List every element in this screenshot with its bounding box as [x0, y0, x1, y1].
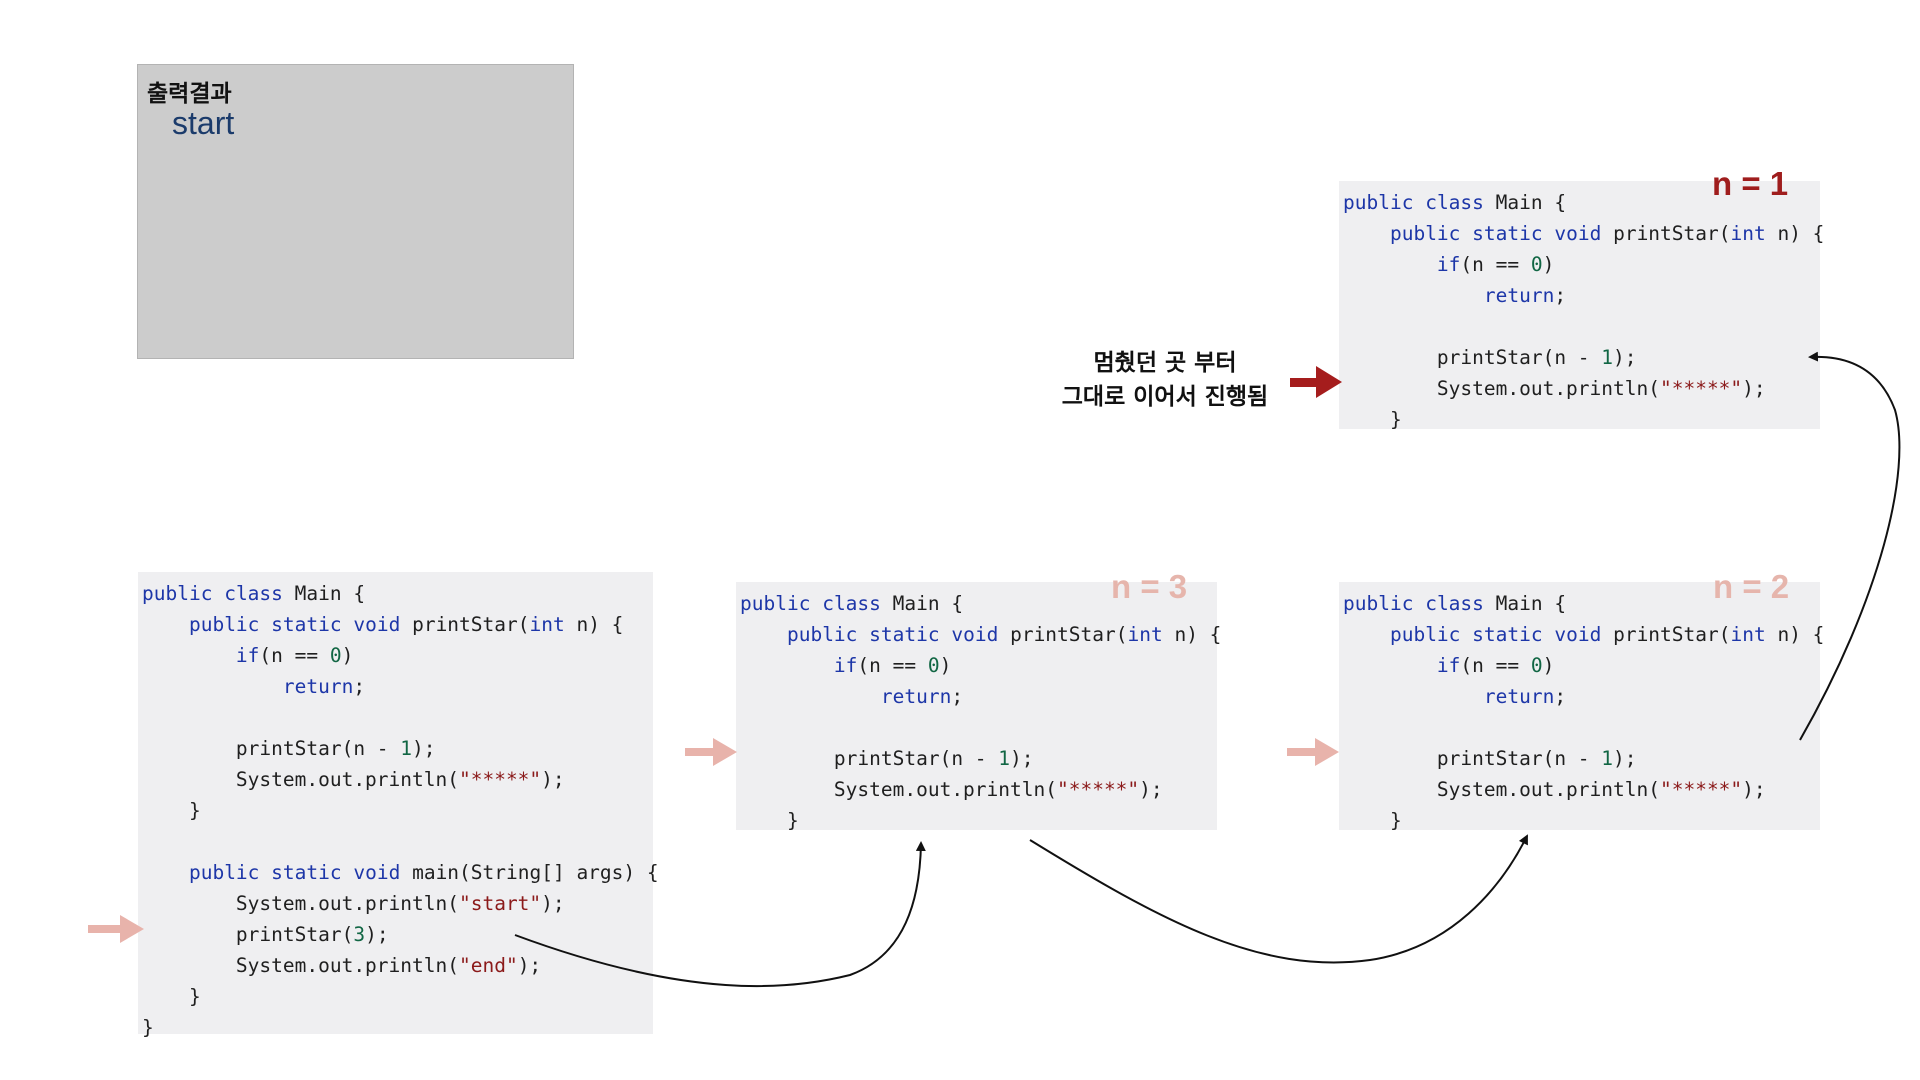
code-line: return;	[880, 685, 964, 708]
pointer-arrow-shaft	[88, 925, 124, 933]
code-frame-main: public class Main { public static void p…	[138, 572, 659, 1039]
pointer-arrow-main	[88, 915, 144, 943]
frame-label-n3: n = 3	[1111, 568, 1188, 605]
code-line: return;	[1483, 284, 1567, 307]
code-block: public class Main { public static void p…	[1343, 187, 1824, 435]
code-line: printStar(n - 1);	[142, 737, 436, 760]
call-curve-n2-to-n1	[1799, 351, 1901, 741]
resume-note: 멈췄던 곳 부터 그대로 이어서 진행됨	[1040, 346, 1290, 414]
output-line: start	[172, 105, 235, 141]
code-line: System.out.println("start");	[142, 892, 565, 915]
code-line: public class Main {	[1343, 592, 1567, 615]
frame-label-n2: n = 2	[1713, 568, 1790, 605]
code-line: if(n == 0)	[1436, 253, 1555, 276]
code-line: public static void printStar(int n) {	[1389, 623, 1825, 646]
code-frame-n1: public class Main { public static void p…	[1339, 181, 1824, 431]
code-line: public class Main {	[142, 582, 366, 605]
code-line: }	[142, 985, 201, 1008]
code-frame-n3: public class Main { public static void p…	[736, 582, 1221, 832]
code-block: public class Main { public static void p…	[740, 588, 1221, 836]
output-title: 출력결과	[147, 81, 232, 107]
code-line: public class Main {	[740, 592, 964, 615]
code-line: }	[1343, 809, 1402, 832]
code-line: public static void printStar(int n) {	[1389, 222, 1825, 245]
output-panel: 출력결과 start	[137, 64, 574, 359]
pointer-arrow-n1-active	[1290, 366, 1342, 398]
code-line: if(n == 0)	[833, 654, 952, 677]
code-line: public static void printStar(int n) {	[188, 613, 624, 636]
code-block: public class Main { public static void p…	[1343, 588, 1824, 836]
call-curve-main-to-n3	[514, 841, 926, 988]
code-line: public static void main(String[] args) {	[188, 861, 659, 884]
code-line: }	[142, 799, 201, 822]
code-block: public class Main { public static void p…	[142, 578, 659, 1043]
code-line: }	[142, 1016, 154, 1039]
code-line: System.out.println("*****");	[142, 768, 565, 791]
pointer-arrow-n2	[1287, 738, 1339, 766]
code-line: printStar(n - 1);	[740, 747, 1034, 770]
code-line: if(n == 0)	[235, 644, 354, 667]
resume-note-line1: 멈췄던 곳 부터	[1093, 350, 1237, 376]
pointer-arrow-n3	[685, 738, 737, 766]
code-line: public static void printStar(int n) {	[786, 623, 1222, 646]
pointer-arrow-head	[120, 915, 144, 943]
code-line: printStar(n - 1);	[1343, 747, 1637, 770]
frame-label-n1: n = 1	[1712, 165, 1789, 202]
code-line: return;	[282, 675, 366, 698]
resume-note-line2: 그대로 이어서 진행됨	[1061, 384, 1269, 410]
call-curve-n3-to-n2	[1029, 834, 1528, 964]
code-line: System.out.println("*****");	[1343, 377, 1766, 400]
code-line: System.out.println("end");	[142, 954, 542, 977]
code-line: System.out.println("*****");	[740, 778, 1163, 801]
code-line: return;	[1483, 685, 1567, 708]
code-line: printStar(n - 1);	[1343, 346, 1637, 369]
code-line: }	[740, 809, 799, 832]
code-frame-n2: public class Main { public static void p…	[1339, 582, 1824, 832]
code-line: public class Main {	[1343, 191, 1567, 214]
code-line: printStar(3);	[142, 923, 389, 946]
code-line: if(n == 0)	[1436, 654, 1555, 677]
code-line: }	[1343, 408, 1402, 431]
code-line: System.out.println("*****");	[1343, 778, 1766, 801]
